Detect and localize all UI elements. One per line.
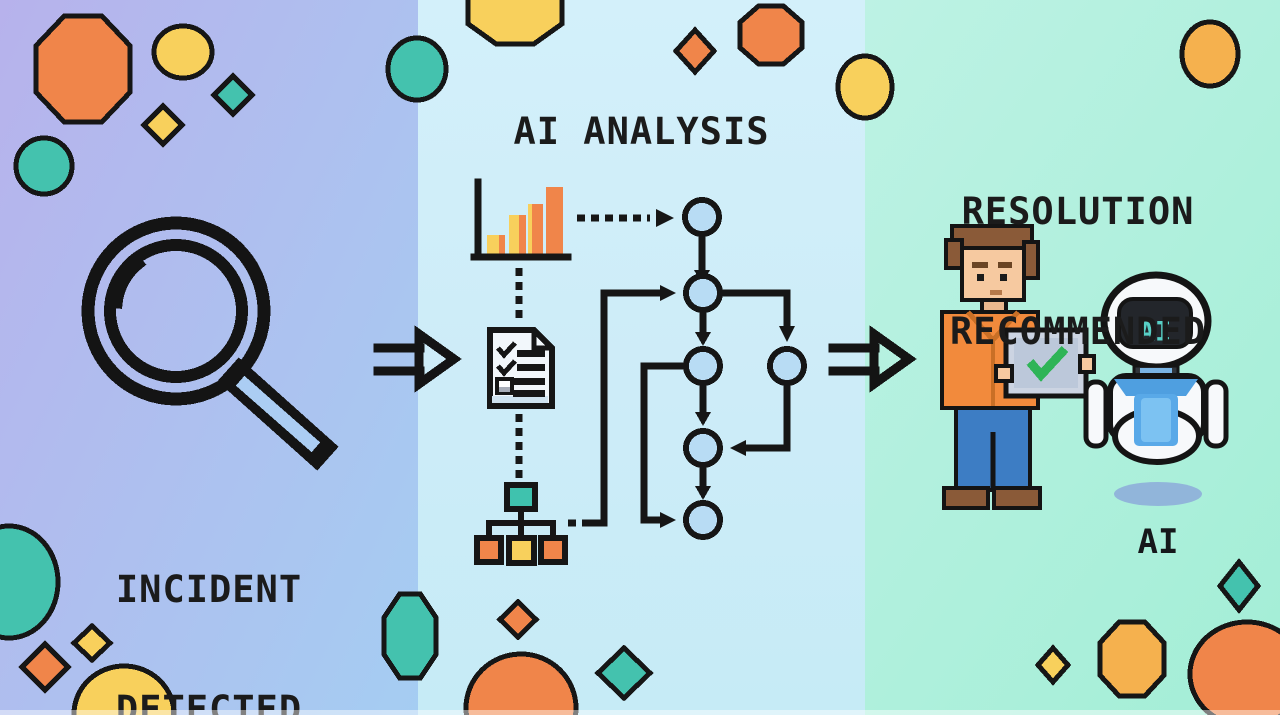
- decoration-hexagon: [1097, 619, 1167, 699]
- incident-title-line2: DETECTED: [115, 688, 303, 715]
- decoration-hexagon: [465, 0, 565, 47]
- magnifying-glass-icon: [81, 216, 339, 471]
- robot-visor: [1117, 297, 1193, 349]
- ai-analysis-title: AI ANALYSIS: [513, 110, 770, 153]
- flow-arrow-icon: [828, 325, 917, 393]
- decoration-circle: [835, 53, 895, 121]
- bottom-edge-highlight: [0, 710, 1280, 715]
- robot-visor-text: AI: [1139, 317, 1172, 348]
- decoration-circle: [151, 23, 215, 81]
- dotted-connector: [515, 214, 650, 527]
- resolution-title-line2: RECOMMENDED: [949, 310, 1207, 353]
- decoration-circle: [1179, 19, 1241, 89]
- document-icon: [487, 327, 555, 409]
- resolution-recommended-title: RESOLUTION RECOMMENDED: [868, 112, 1280, 432]
- decoration-circle: [0, 523, 61, 641]
- arrowheads: [656, 209, 795, 528]
- ai-robot: AI: [1083, 271, 1229, 506]
- resolution-title-line1: RESOLUTION: [961, 190, 1195, 233]
- hierarchy-icon: [474, 482, 568, 566]
- flow-arrow-icon: [373, 325, 462, 393]
- decoration-circle: [463, 651, 579, 715]
- decoration-diamond: [594, 644, 654, 702]
- decoration-diamond: [496, 598, 540, 641]
- person-with-tablet: [940, 224, 1096, 510]
- bar-chart-icon: [470, 178, 572, 261]
- decoration-hexagon: [33, 13, 133, 125]
- decoration-diamond: [210, 72, 256, 118]
- decoration-circle: [13, 135, 75, 197]
- incident-title-line1: INCIDENT: [115, 568, 303, 611]
- decoration-diamond: [140, 102, 186, 148]
- decoration-diamond: [672, 26, 718, 76]
- decoration-diamond: [1034, 644, 1072, 686]
- decoration-hexagon: [737, 3, 805, 67]
- robot-shadow: [1114, 482, 1202, 506]
- decoration-diamond: [1216, 557, 1262, 615]
- bar-chart-bar: [546, 187, 563, 257]
- flowchart-nodes: [682, 197, 807, 540]
- bar-chart-bar-accent: [499, 235, 505, 257]
- bar-chart-bar-accent: [519, 215, 526, 257]
- robot-caption: AI: [1137, 522, 1179, 562]
- decoration-circle: [385, 35, 449, 103]
- decoration-circle: [71, 663, 177, 715]
- decoration-diamond: [18, 640, 72, 694]
- decoration-circle: [1187, 619, 1280, 715]
- incident-detected-title: INCIDENT DETECTED: [0, 490, 418, 715]
- decoration-diamond: [70, 622, 114, 664]
- bar-chart-bar-accent: [528, 204, 532, 257]
- flowchart-graph: [588, 197, 807, 540]
- decoration-hexagon: [381, 591, 439, 681]
